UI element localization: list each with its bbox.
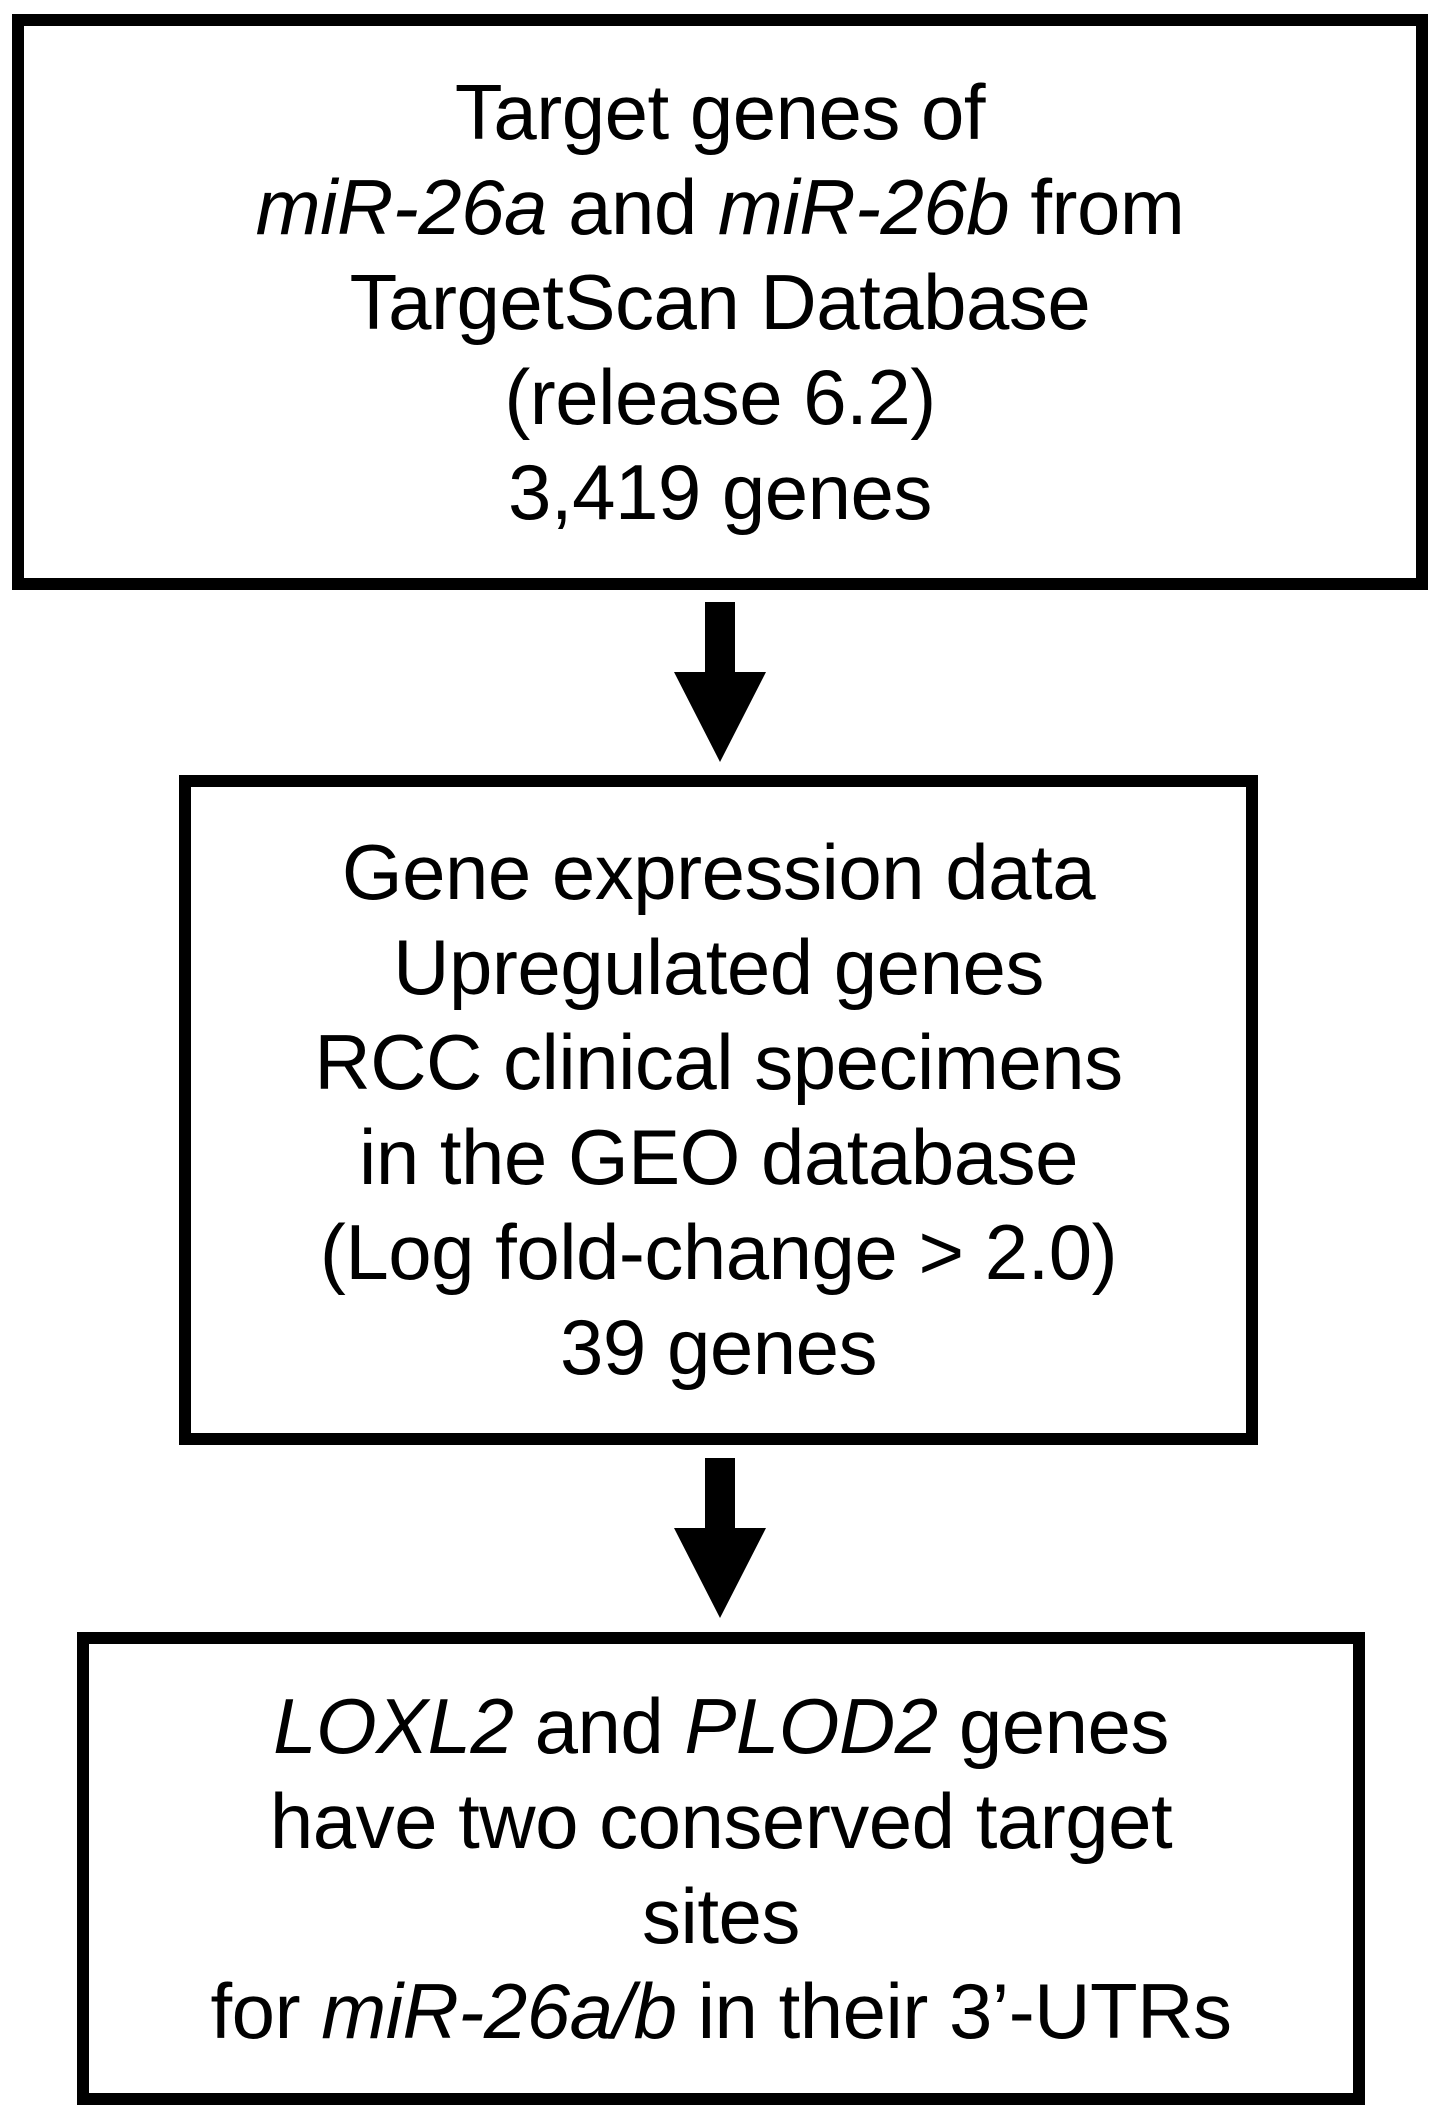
down-arrow-shape	[674, 1458, 766, 1618]
text-segment: Upregulated genes	[393, 923, 1044, 1011]
text-line: for miR-26a/b in their 3’-UTRs	[211, 1964, 1232, 2059]
text-segment: Target genes of	[454, 67, 986, 156]
text-segment: in their 3’-UTRs	[676, 1966, 1232, 2055]
gene-name-italic: miR-26b	[717, 162, 1010, 251]
text-segment: for	[210, 1966, 322, 2055]
text-segment: from	[1009, 162, 1185, 251]
text-segment: (release 6.2)	[504, 352, 936, 441]
down-arrow-shape	[674, 602, 766, 762]
text-segment: genes	[937, 1681, 1170, 1770]
text-segment: RCC clinical specimens	[314, 1018, 1123, 1106]
text-segment: TargetScan Database	[349, 257, 1091, 346]
text-line: sites	[642, 1869, 800, 1964]
text-line: LOXL2 and PLOD2 genes	[273, 1679, 1169, 1774]
text-line: 3,419 genes	[508, 445, 932, 540]
text-line: TargetScan Database	[350, 255, 1091, 350]
text-line: Upregulated genes	[393, 920, 1044, 1015]
text-segment: and	[513, 1681, 685, 1770]
text-segment: Gene expression data	[341, 828, 1096, 916]
gene-name-italic: miR-26a/b	[321, 1966, 677, 2055]
text-segment: (Log fold-change > 2.0)	[319, 1208, 1118, 1296]
text-line: RCC clinical specimens	[314, 1015, 1123, 1110]
down-arrow-icon	[674, 602, 766, 762]
text-segment: and	[546, 162, 718, 251]
gene-name-italic: PLOD2	[684, 1681, 938, 1770]
text-segment: 39 genes	[560, 1303, 877, 1391]
text-line: Target genes of	[454, 65, 986, 160]
text-segment: sites	[642, 1871, 800, 1960]
text-segment: 3,419 genes	[508, 447, 932, 536]
gene-name-italic: LOXL2	[273, 1681, 514, 1770]
text-line: (Log fold-change > 2.0)	[319, 1205, 1118, 1300]
text-line: in the GEO database	[359, 1110, 1078, 1205]
text-segment: in the GEO database	[359, 1113, 1078, 1201]
gene-name-italic: miR-26a	[255, 162, 548, 251]
text-line: Gene expression data	[341, 825, 1096, 920]
text-line: miR-26a and miR-26b from	[256, 160, 1185, 255]
text-line: 39 genes	[560, 1300, 877, 1395]
down-arrow-icon	[674, 1458, 766, 1618]
text-line: have two conserved target	[269, 1774, 1173, 1869]
text-segment: have two conserved target	[269, 1776, 1173, 1865]
text-line: (release 6.2)	[504, 350, 936, 445]
